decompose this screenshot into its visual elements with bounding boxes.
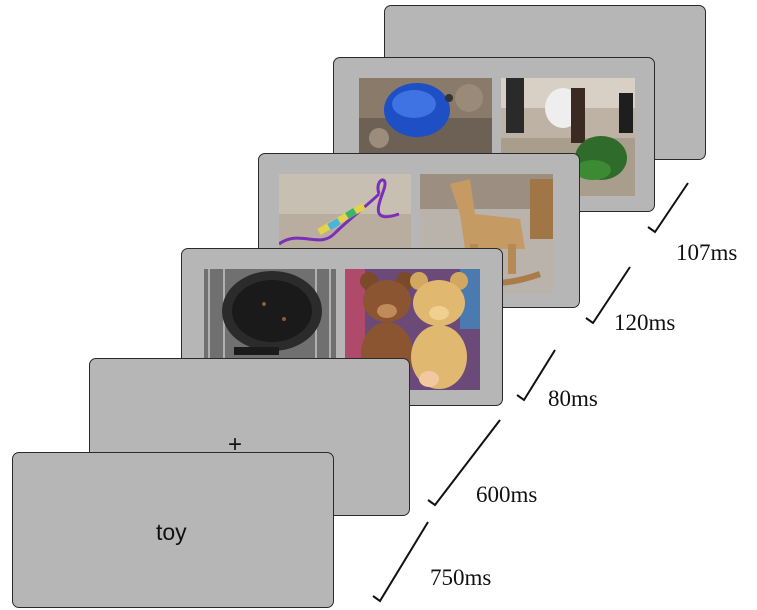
timeline-bracket-600ms: [427, 419, 501, 507]
timeline-bracket-80ms: [516, 349, 556, 402]
frying-pan-photo: [204, 269, 336, 359]
timeline-bracket-120ms: [585, 266, 631, 325]
fixation-cross: +: [228, 431, 243, 458]
image-frame-1-panel: [181, 248, 503, 406]
cue-screen-panel: toy: [12, 452, 334, 608]
duration-label-107ms: 107ms: [676, 240, 738, 265]
timeline-bracket-750ms: [372, 521, 429, 603]
duration-label-80ms: 80ms: [548, 386, 598, 411]
duration-label-600ms: 600ms: [476, 482, 538, 507]
timeline-bracket-107ms: [647, 182, 689, 234]
duration-label-750ms: 750ms: [430, 565, 492, 590]
blue-tape-measure-photo: [359, 78, 492, 155]
duration-label-120ms: 120ms: [614, 310, 676, 335]
jump-rope-photo: [279, 174, 411, 250]
cue-word: toy: [156, 519, 187, 545]
